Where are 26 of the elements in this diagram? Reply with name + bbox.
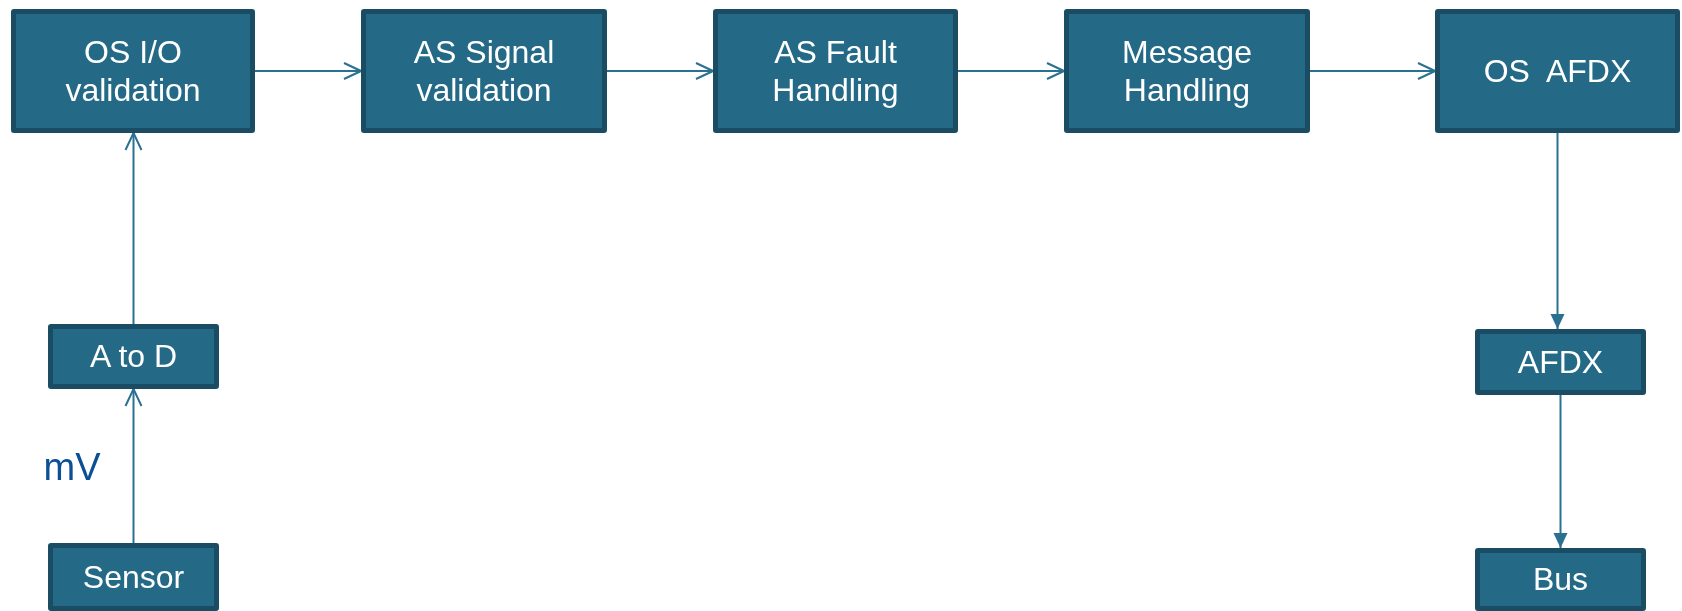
arrow xyxy=(1550,132,1565,330)
process-box xyxy=(1435,9,1680,133)
arrow xyxy=(1309,62,1436,80)
box-label: OS AFDX xyxy=(1483,51,1632,91)
arrow xyxy=(124,388,143,544)
arrow xyxy=(957,62,1065,80)
arrow xyxy=(254,62,362,80)
arrow xyxy=(1553,394,1568,549)
process-box xyxy=(11,9,255,133)
arrow xyxy=(124,132,143,325)
box-label: AS Fault Handling xyxy=(771,32,900,110)
box-label: OS I/O validation xyxy=(64,32,202,110)
box-label: Sensor xyxy=(82,557,185,597)
process-box xyxy=(713,9,958,133)
box-label: A to D xyxy=(89,337,178,376)
box-label: AFDX xyxy=(1517,342,1604,382)
process-box xyxy=(361,9,607,133)
process-box xyxy=(1475,548,1646,611)
box-label: AS Signal validation xyxy=(412,32,556,110)
process-box xyxy=(1064,9,1310,133)
process-box xyxy=(48,324,219,389)
box-label: Message Handling xyxy=(1121,32,1253,110)
arrow xyxy=(606,62,714,80)
process-box xyxy=(1475,329,1646,395)
process-box xyxy=(48,543,219,611)
box-label: Bus xyxy=(1532,560,1589,599)
